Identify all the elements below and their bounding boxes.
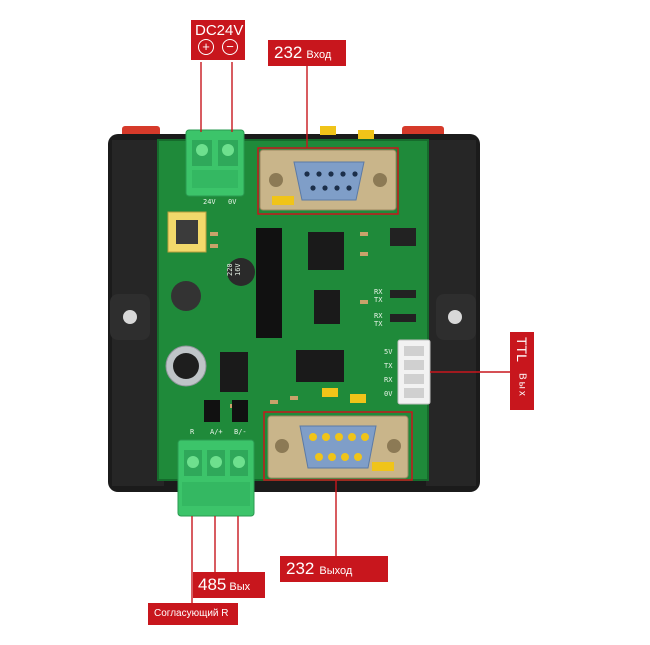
- mounting-hole: [123, 310, 137, 324]
- rs232-out-word: Выход: [319, 565, 353, 577]
- db9-in-frame: [257, 147, 399, 215]
- pcb-mark: RX: [374, 288, 383, 296]
- ttl-word: Вых: [516, 372, 528, 398]
- rs232-in-number: 232: [274, 43, 303, 62]
- cap-marking: 220: [226, 263, 234, 276]
- rs485-word: Вых: [229, 581, 251, 593]
- db9-pin-number: 7: [330, 454, 334, 461]
- capacitor: [227, 258, 255, 286]
- db9-pin-number: 3: [337, 434, 341, 441]
- rs232-out-number: 232: [286, 559, 315, 578]
- pcb-mark: RX: [374, 312, 383, 320]
- pcb-mark: TX: [374, 320, 383, 328]
- db9-pin-number: 4: [350, 434, 354, 441]
- db9-tag: RX: [360, 132, 368, 139]
- ttl-number: TTL: [514, 336, 530, 362]
- rs232-in-label: 232 Вход: [268, 40, 346, 66]
- ttl-pin-label: 0V: [384, 390, 393, 398]
- rs485-pin-label: A/+: [210, 428, 223, 436]
- rs485-pin-label: R: [190, 428, 195, 436]
- rs485-label: 485 Вых: [193, 572, 265, 598]
- db9-pin-number: 8: [343, 454, 347, 461]
- power-label: DC24V + −: [191, 20, 245, 60]
- db9-tag: GND: [274, 198, 288, 205]
- power-label-text: DC24V: [195, 22, 244, 39]
- rs232-out-label: 232 Выход: [280, 556, 388, 582]
- db9-tag: TX: [321, 128, 330, 135]
- mounting-hole: [448, 310, 462, 324]
- db9-tag: TX: [323, 390, 332, 397]
- matching-resistor-label: Согласующий R: [148, 603, 238, 625]
- ttl-pin-label: RX: [384, 376, 393, 384]
- rs232-in-word: Вход: [306, 49, 332, 61]
- db9-pin-number: 9: [356, 454, 360, 461]
- ttl-pin-label: TX: [384, 362, 393, 370]
- pcb-mark: TX: [374, 296, 383, 304]
- pcb-pin-label: 0V: [228, 198, 237, 206]
- leader-lines: [191, 62, 514, 606]
- ttl-label: TTL Вых: [510, 332, 534, 410]
- rs485-pin-label: B/-: [234, 428, 247, 436]
- rs485-number: 485: [198, 575, 227, 594]
- ttl-pin-label: 5V: [384, 348, 393, 356]
- pcb-pin-label: 24V: [203, 198, 216, 206]
- plus-icon: +: [198, 39, 214, 55]
- db9-tag: GND: [374, 464, 388, 471]
- db9-pin-number: 1: [311, 434, 315, 441]
- cap-marking: 16V: [234, 263, 242, 276]
- db9-out-frame: [263, 411, 413, 481]
- db9-pin-number: 2: [324, 434, 328, 441]
- minus-icon: −: [222, 39, 238, 55]
- db9-tag: RX: [352, 396, 360, 403]
- relay-block: [256, 228, 282, 338]
- db9-pin-number: 5: [363, 434, 367, 441]
- db9-pin-number: 6: [317, 454, 321, 461]
